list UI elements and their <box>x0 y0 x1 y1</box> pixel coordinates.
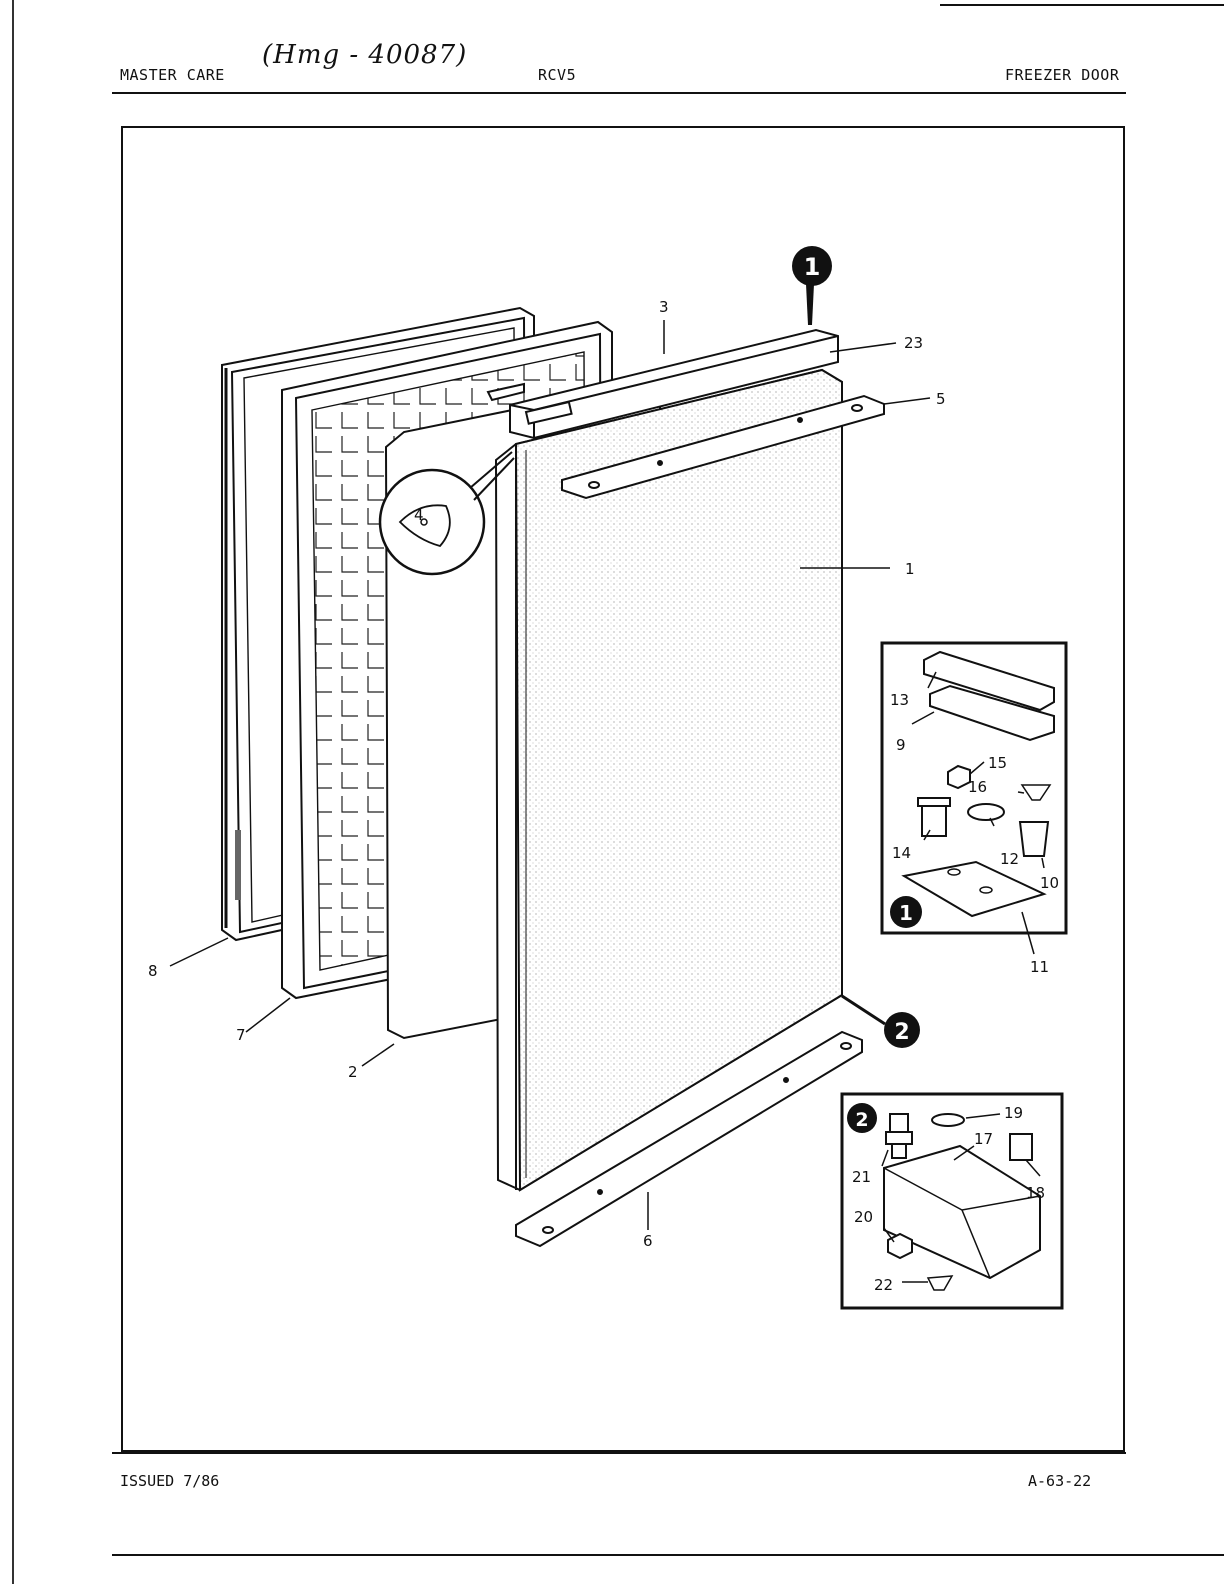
callout-9: 9 <box>896 736 906 754</box>
callout-13: 13 <box>890 691 909 709</box>
part-6-bottom-strip <box>515 1030 863 1248</box>
part-17-bracket <box>883 1144 1041 1280</box>
footer-rule <box>112 1452 1126 1454</box>
callout-6: 6 <box>643 1232 653 1250</box>
callout-11: 11 <box>1030 958 1049 976</box>
leader-lines <box>169 320 1045 1283</box>
inset-2-marker-label: 2 <box>855 1109 868 1131</box>
marker-2-lower: 2 <box>841 994 920 1048</box>
callout-2: 2 <box>348 1063 358 1081</box>
page-code: A-63-22 <box>1028 1472 1092 1490</box>
callout-5: 5 <box>936 390 946 408</box>
callout-8: 8 <box>148 962 158 980</box>
marker-1-top-label: 1 <box>804 253 821 281</box>
callout-21: 21 <box>852 1168 871 1186</box>
callout-16: 16 <box>968 778 987 796</box>
part-20-nut <box>887 1232 913 1260</box>
part-4-detail-circle <box>378 451 515 576</box>
part-15-nut <box>947 764 971 790</box>
issued-date: ISSUED 7/86 <box>120 1472 220 1490</box>
callout-23: 23 <box>904 334 923 352</box>
callout-19: 19 <box>1004 1104 1023 1122</box>
callout-20: 20 <box>854 1208 873 1226</box>
handwritten-note: (Hmg - 40087) <box>262 40 468 70</box>
callout-3: 3 <box>659 298 669 316</box>
callout-4: 4 <box>414 506 424 524</box>
inset-bottom-hinge: 2 <box>840 1092 1064 1310</box>
marker-2-lower-label: 2 <box>894 1020 909 1045</box>
callout-17: 17 <box>974 1130 993 1148</box>
scan-edge-top <box>940 4 1224 6</box>
part-21-pin <box>885 1113 913 1159</box>
part-18-bushing <box>1009 1133 1033 1161</box>
part-13-pad <box>923 650 1055 712</box>
model-label: RCV5 <box>538 66 577 84</box>
part-22-washer <box>926 1275 954 1291</box>
scan-edge-left <box>12 0 14 1584</box>
part-10-bushing <box>1018 821 1050 857</box>
section-title: FREEZER DOOR <box>1005 66 1120 84</box>
callout-15: 15 <box>988 754 1007 772</box>
callout-14: 14 <box>892 844 911 862</box>
part-12-ring <box>967 803 1005 821</box>
marker-1-top: 1 <box>792 246 832 325</box>
part-19-washer <box>931 1113 965 1127</box>
diagram-frame <box>121 126 1125 1452</box>
part-5-top-strip <box>561 394 885 500</box>
callout-18: 18 <box>1026 1184 1045 1202</box>
part-11-plate <box>901 860 1047 918</box>
callout-12: 12 <box>1000 850 1019 868</box>
brand-label: MASTER CARE <box>120 66 225 84</box>
part-16-washer <box>1020 784 1052 801</box>
part-1-door-panel <box>494 368 843 1192</box>
callout-7: 7 <box>236 1026 246 1044</box>
callout-labels: 1 2 3 4 5 6 7 8 9 10 11 12 13 14 15 16 1… <box>148 298 1059 1294</box>
scan-edge-bottom <box>112 1554 1224 1556</box>
inset-1-marker-label: 1 <box>899 901 913 925</box>
callout-10: 10 <box>1040 874 1059 892</box>
part-9-channel <box>929 684 1055 742</box>
callout-22: 22 <box>874 1276 893 1294</box>
part-23-top-trim <box>486 328 839 440</box>
header-rule <box>112 92 1126 94</box>
part-14-pin <box>917 797 951 837</box>
inset-top-hinge: 1 <box>880 641 1068 935</box>
callout-1: 1 <box>905 560 915 578</box>
